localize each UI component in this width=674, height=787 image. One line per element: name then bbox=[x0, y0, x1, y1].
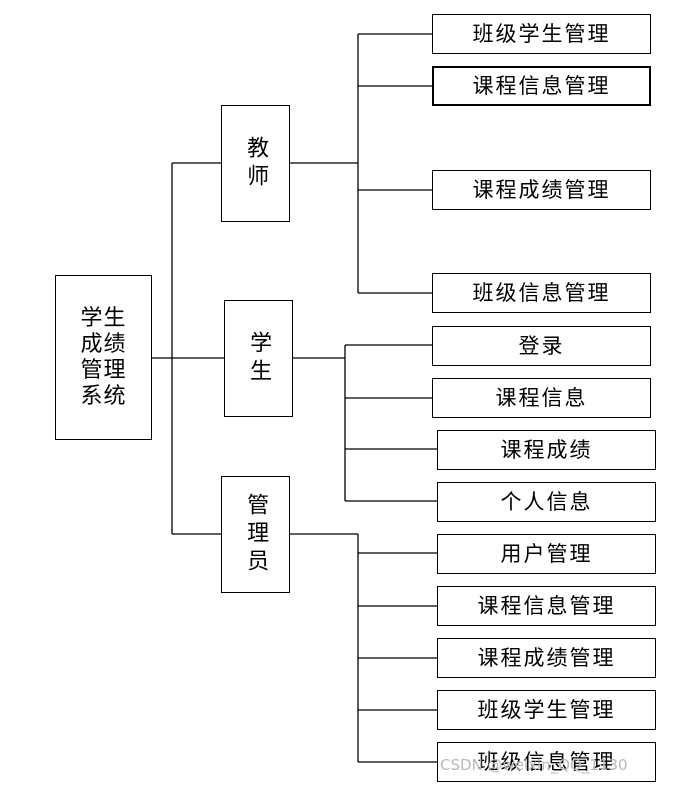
admin-item-label: 班级信息管理 bbox=[477, 749, 616, 774]
admin-item-label: 课程信息管理 bbox=[477, 593, 616, 618]
role-node-admin: 管理员 bbox=[221, 476, 290, 593]
teacher-item-label: 班级学生管理 bbox=[472, 21, 611, 46]
teacher-item: 课程信息管理 bbox=[432, 66, 651, 106]
teacher-item-label: 课程成绩管理 bbox=[472, 177, 611, 202]
admin-item: 班级学生管理 bbox=[437, 690, 656, 730]
admin-item-label: 班级学生管理 bbox=[477, 697, 616, 722]
admin-item: 课程成绩管理 bbox=[437, 638, 656, 678]
student-item-label: 课程信息 bbox=[495, 385, 588, 410]
student-item: 课程成绩 bbox=[437, 430, 656, 470]
role-label-student: 学生 bbox=[246, 330, 272, 387]
admin-item: 课程信息管理 bbox=[437, 586, 656, 626]
student-item: 个人信息 bbox=[437, 482, 656, 522]
role-node-student: 学生 bbox=[224, 300, 293, 417]
teacher-item-label: 课程信息管理 bbox=[472, 73, 611, 98]
teacher-item: 班级信息管理 bbox=[432, 273, 651, 313]
admin-item-label: 用户管理 bbox=[500, 541, 593, 566]
student-item-label: 课程成绩 bbox=[500, 437, 593, 462]
student-item: 课程信息 bbox=[432, 378, 651, 418]
teacher-item: 班级学生管理 bbox=[432, 14, 651, 54]
teacher-item-label: 班级信息管理 bbox=[472, 280, 611, 305]
role-label-teacher: 教师 bbox=[243, 135, 269, 192]
admin-item-label: 课程成绩管理 bbox=[477, 645, 616, 670]
student-item-label: 登录 bbox=[518, 333, 565, 358]
role-label-admin: 管理员 bbox=[243, 492, 269, 577]
root-node-label: 学生成绩管理系统 bbox=[80, 305, 127, 409]
role-node-teacher: 教师 bbox=[221, 105, 290, 222]
student-item: 登录 bbox=[432, 326, 651, 366]
teacher-item: 课程成绩管理 bbox=[432, 170, 651, 210]
student-item-label: 个人信息 bbox=[500, 489, 593, 514]
root-node: 学生成绩管理系统 bbox=[55, 275, 152, 440]
watermark-text: CSDN @weixin_QQ_1130 bbox=[440, 756, 628, 774]
admin-item: 用户管理 bbox=[437, 534, 656, 574]
admin-item: 班级信息管理 bbox=[437, 742, 656, 782]
